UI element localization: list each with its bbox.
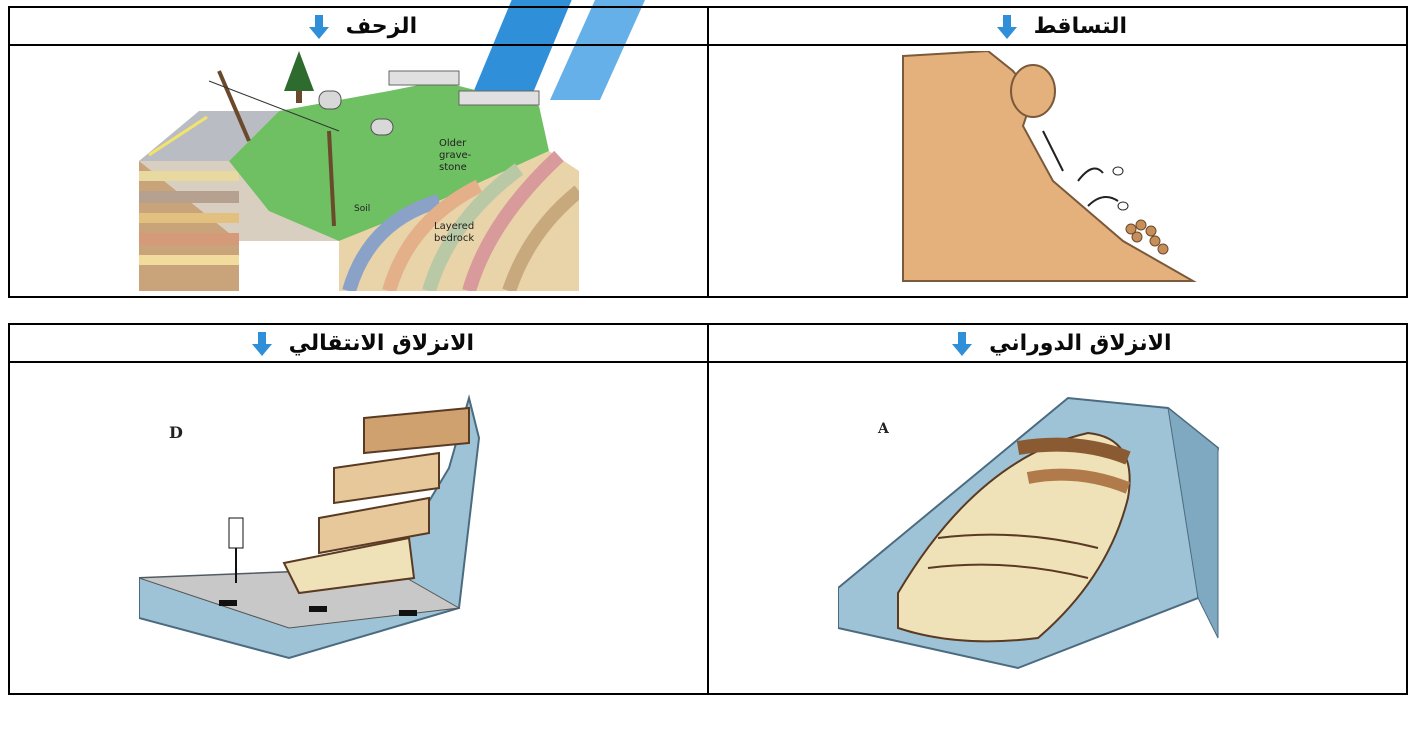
header-translational-slide: الانزلاق الانتقالي <box>8 323 709 363</box>
creep-illustration-cell: Older grave- stone Soil Layered bedrock <box>8 44 709 298</box>
label-older: Older <box>439 138 467 149</box>
header-translational-label: الانزلاق الانتقالي <box>288 330 475 356</box>
translational-slide-illustration: D <box>138 394 480 660</box>
translational-illustration-cell: D <box>8 361 709 695</box>
arrow-down-icon <box>952 331 973 356</box>
arrow-down-icon <box>996 14 1017 39</box>
figure-letter-a: A <box>877 421 890 437</box>
arrow-down-icon <box>251 331 272 356</box>
header-creep: الزحف <box>8 6 709 46</box>
figure-letter-d: D <box>169 423 183 442</box>
rotational-slide-illustration: A <box>837 396 1219 670</box>
creep-illustration: Older grave- stone Soil Layered bedrock <box>138 51 579 291</box>
header-fall: التساقط <box>707 6 1408 46</box>
label-stone: stone <box>439 162 467 173</box>
label-soil: Soil <box>354 204 370 214</box>
label-layered: Layered <box>434 221 474 232</box>
rotational-illustration-cell: A <box>707 361 1408 695</box>
fall-illustration-cell <box>707 44 1408 298</box>
header-creep-label: الزحف <box>345 13 418 39</box>
mass-wasting-table-bottom: الانزلاق الانتقالي الانزلاق الدوراني D <box>8 323 1408 695</box>
label-grave: grave- <box>439 150 472 161</box>
header-rotational-label: الانزلاق الدوراني <box>989 330 1172 356</box>
mass-wasting-table-top: الزحف التساقط <box>8 6 1408 298</box>
label-bedrock: bedrock <box>434 233 474 244</box>
header-fall-label: التساقط <box>1033 13 1128 39</box>
header-rotational-slide: الانزلاق الدوراني <box>707 323 1408 363</box>
fall-illustration <box>901 51 1197 282</box>
arrow-down-icon <box>308 14 329 39</box>
